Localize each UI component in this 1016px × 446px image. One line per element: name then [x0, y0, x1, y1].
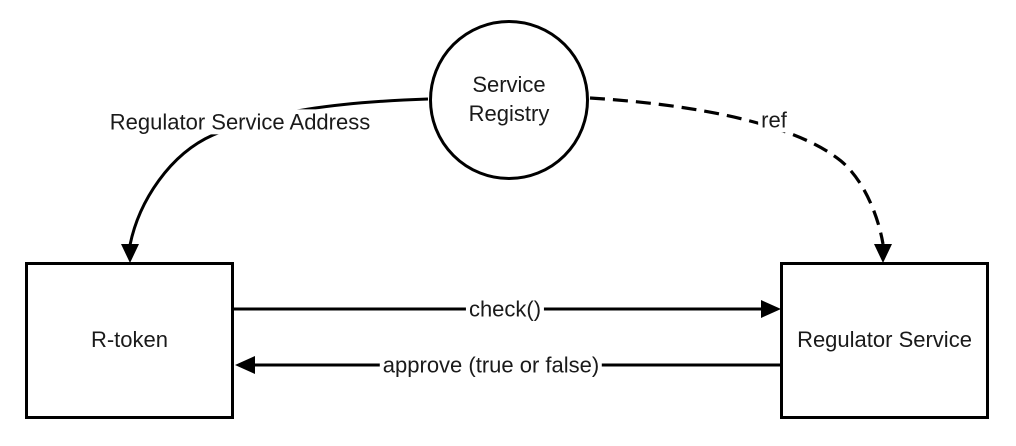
node-service-registry: Service Registry — [429, 20, 589, 180]
edge-registry-to-regulator-path — [589, 96, 885, 245]
edge-registry-to-rtoken-arrowhead — [121, 244, 139, 263]
edge-label-regulator-service-address: Regulator Service Address — [106, 109, 374, 135]
node-r-token-label: R-token — [90, 327, 169, 353]
edge-label-check: check() — [465, 296, 545, 322]
edge-registry-to-regulator-arrowhead — [874, 244, 892, 263]
edge-registry-to-rtoken-path — [128, 97, 429, 246]
node-service-registry-label: Service Registry — [468, 72, 550, 126]
edge-label-ref: ref — [758, 107, 790, 133]
edge-check-arrowhead — [761, 300, 781, 318]
node-r-token: R-token — [25, 262, 234, 419]
node-regulator-service-label: Regulator Service — [797, 327, 972, 353]
node-regulator-service: Regulator Service — [780, 262, 989, 419]
edge-label-approve: approve (true or false) — [379, 352, 603, 378]
edge-approve-arrowhead — [235, 356, 255, 374]
